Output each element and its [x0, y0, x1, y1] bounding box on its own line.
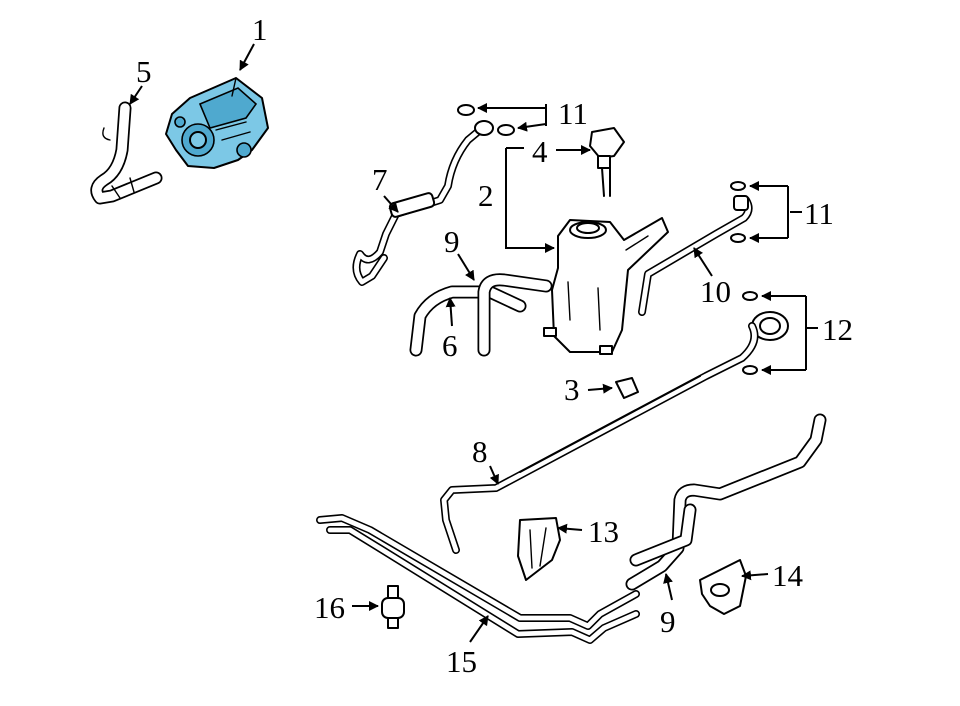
part-2-reservoir	[543, 217, 669, 355]
callout-16: 16	[314, 590, 345, 625]
part-11-orings-right	[730, 181, 746, 243]
callout-14: 14	[772, 558, 804, 593]
callout-10: 10	[700, 274, 731, 309]
part-9-hose-lower	[625, 413, 827, 591]
callout-12: 12	[822, 312, 853, 347]
callout-5: 5	[136, 54, 152, 89]
part-16-damper	[381, 585, 405, 629]
part-10-return-line	[638, 195, 753, 316]
callout-6: 6	[442, 328, 458, 363]
part-4-cap	[589, 127, 625, 197]
part-9-hose-upper	[409, 273, 553, 357]
part-1-pump	[165, 77, 269, 169]
part-8-pressure-line	[440, 322, 759, 554]
callout-15: 15	[446, 644, 477, 679]
callout-2: 2	[478, 178, 494, 213]
callout-1: 1	[252, 12, 268, 47]
callout-8: 8	[472, 434, 488, 469]
part-15-cooler-lines	[316, 514, 640, 644]
part-7-pressure-hose	[352, 120, 494, 286]
callout-3: 3	[564, 372, 580, 407]
callout-4: 4	[532, 134, 548, 169]
part-5-hose	[90, 101, 163, 205]
part-11-orings-upper	[457, 104, 515, 136]
callout-7: 7	[372, 162, 388, 197]
leaders	[129, 43, 818, 643]
part-3-clip	[615, 377, 639, 399]
callout-9-lower: 9	[660, 604, 676, 639]
callout-9-upper: 9	[444, 224, 460, 259]
part-14-clamp	[699, 559, 747, 615]
part-12-seal-ring	[742, 291, 789, 375]
callout-11-right: 11	[804, 196, 834, 231]
callout-labels: 1 5 11 4 2 7 9 6 11 10 12 3 8 13 14 9 16…	[136, 12, 853, 679]
part-13-bracket	[517, 517, 561, 581]
callout-11-upper: 11	[558, 96, 588, 131]
callout-13: 13	[588, 514, 619, 549]
